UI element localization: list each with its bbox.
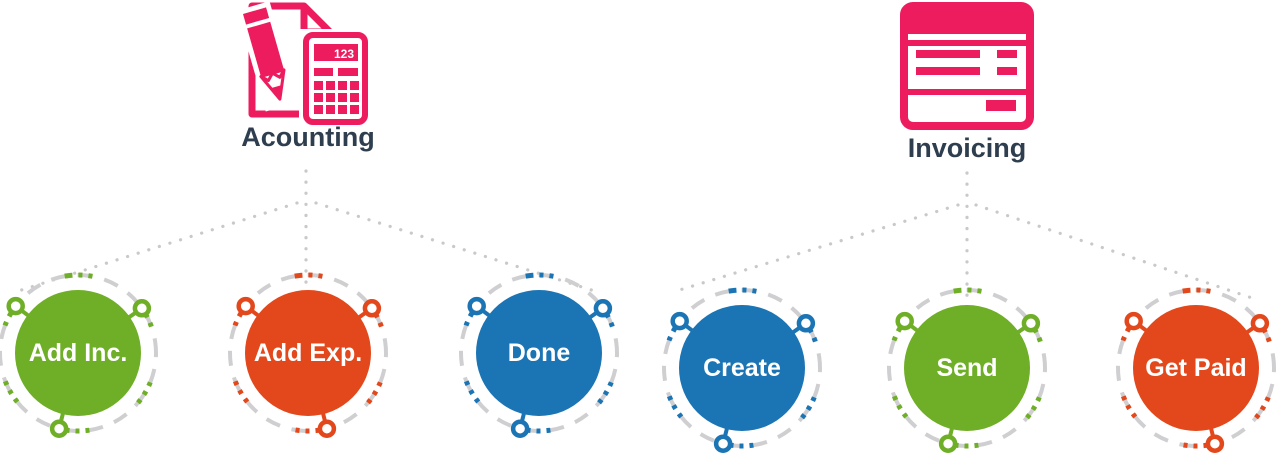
step-label: Get Paid [1145,353,1247,382]
invoice-amount [997,50,1017,58]
accounting-label: Acounting [241,122,375,152]
calculator-icon: 123 [299,29,373,127]
step-ring [1115,287,1277,453]
ring-node-dot [796,314,816,333]
connector-invoicing-left [671,203,960,294]
invoicing-label: Invoicing [907,133,1027,163]
invoice-line-item [916,50,980,58]
ring-node-dot [132,299,152,318]
dashed-ring-colored [886,287,1048,449]
ring-node-dot [6,296,25,316]
step-ring [227,272,389,438]
ring-node-dot [1250,314,1270,333]
pencil-icon [236,2,299,112]
invoice-icon [900,2,1034,130]
ring-node-dot [713,434,733,453]
dashed-ring-colored [227,272,389,434]
step-circle-get-paid: Get Paid [1111,283,1281,453]
step-disc [679,305,805,431]
step-circle-create: Create [657,283,827,453]
invoice-outline [900,2,1034,130]
ring-node-dot [1124,311,1143,331]
dashed-ring-colored [661,287,823,449]
ring-node-dot [895,311,914,331]
step-disc [904,305,1030,431]
calculator-display-text: 123 [334,47,354,61]
invoice-line-item [916,67,980,75]
ring-node-dot [236,296,255,316]
accounting-icon: 123 [233,2,373,127]
step-disc [476,290,602,416]
ring-node-dot [593,299,613,318]
step-label: Add Exp. [253,338,363,367]
step-label: Add Inc. [28,338,128,367]
dashed-ring-colored [0,272,159,434]
ring-node-dot [49,419,69,438]
step-circle-add-exp: Add Exp. [223,268,393,438]
step-label: Create [703,353,781,382]
step-circle-done: Done [454,268,624,438]
invoice-amount [997,67,1017,75]
invoice-total [986,100,1016,111]
step-ring [661,287,823,453]
step-disc [1133,305,1259,431]
step-ring [886,287,1048,453]
step-label: Done [507,338,571,367]
dashed-ring-colored [1115,287,1277,449]
ring-node-dot [317,419,337,438]
ring-node-dot [510,419,530,438]
step-disc [15,290,141,416]
ring-node-dot [938,434,958,453]
ring-node-dot [467,296,486,316]
invoice-header-band [908,10,1026,34]
step-label: Send [936,353,998,382]
dashed-ring-colored [458,272,620,434]
step-ring [458,272,620,438]
ring-node-dot [362,299,382,318]
step-circle-send: Send [882,283,1052,453]
ring-node-dot [1205,434,1225,453]
step-ring [0,272,159,438]
step-disc [245,290,371,416]
step-circle-add-inc: Add Inc. [0,268,163,438]
ring-node-dot [1021,314,1041,333]
ring-node-dot [670,311,689,331]
